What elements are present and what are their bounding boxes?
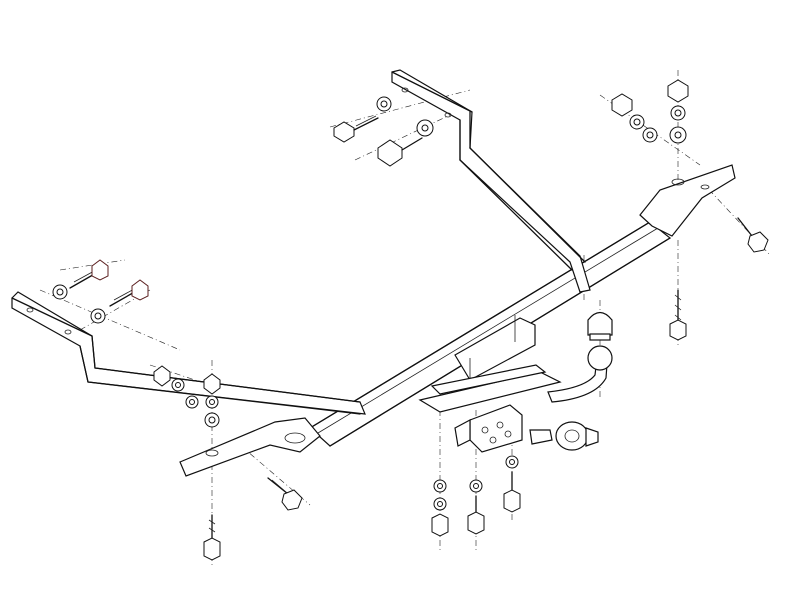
upper-left-bolts [333,96,434,167]
center-mount-plate [418,315,562,413]
center-bottom-hardware [431,455,521,537]
upper-bracket-arm [391,69,591,293]
electric-socket [529,421,599,451]
socket-plate [454,404,523,453]
left-bracket-arm [11,291,366,415]
left-lower-nuts [153,365,221,428]
left-bottom-bolts [203,477,303,561]
left-upper-bolts [52,259,149,324]
center-lines [39,70,771,565]
right-side-bolts [669,217,769,341]
tow-ball-neck [547,311,613,403]
upper-right-nuts [611,79,689,144]
